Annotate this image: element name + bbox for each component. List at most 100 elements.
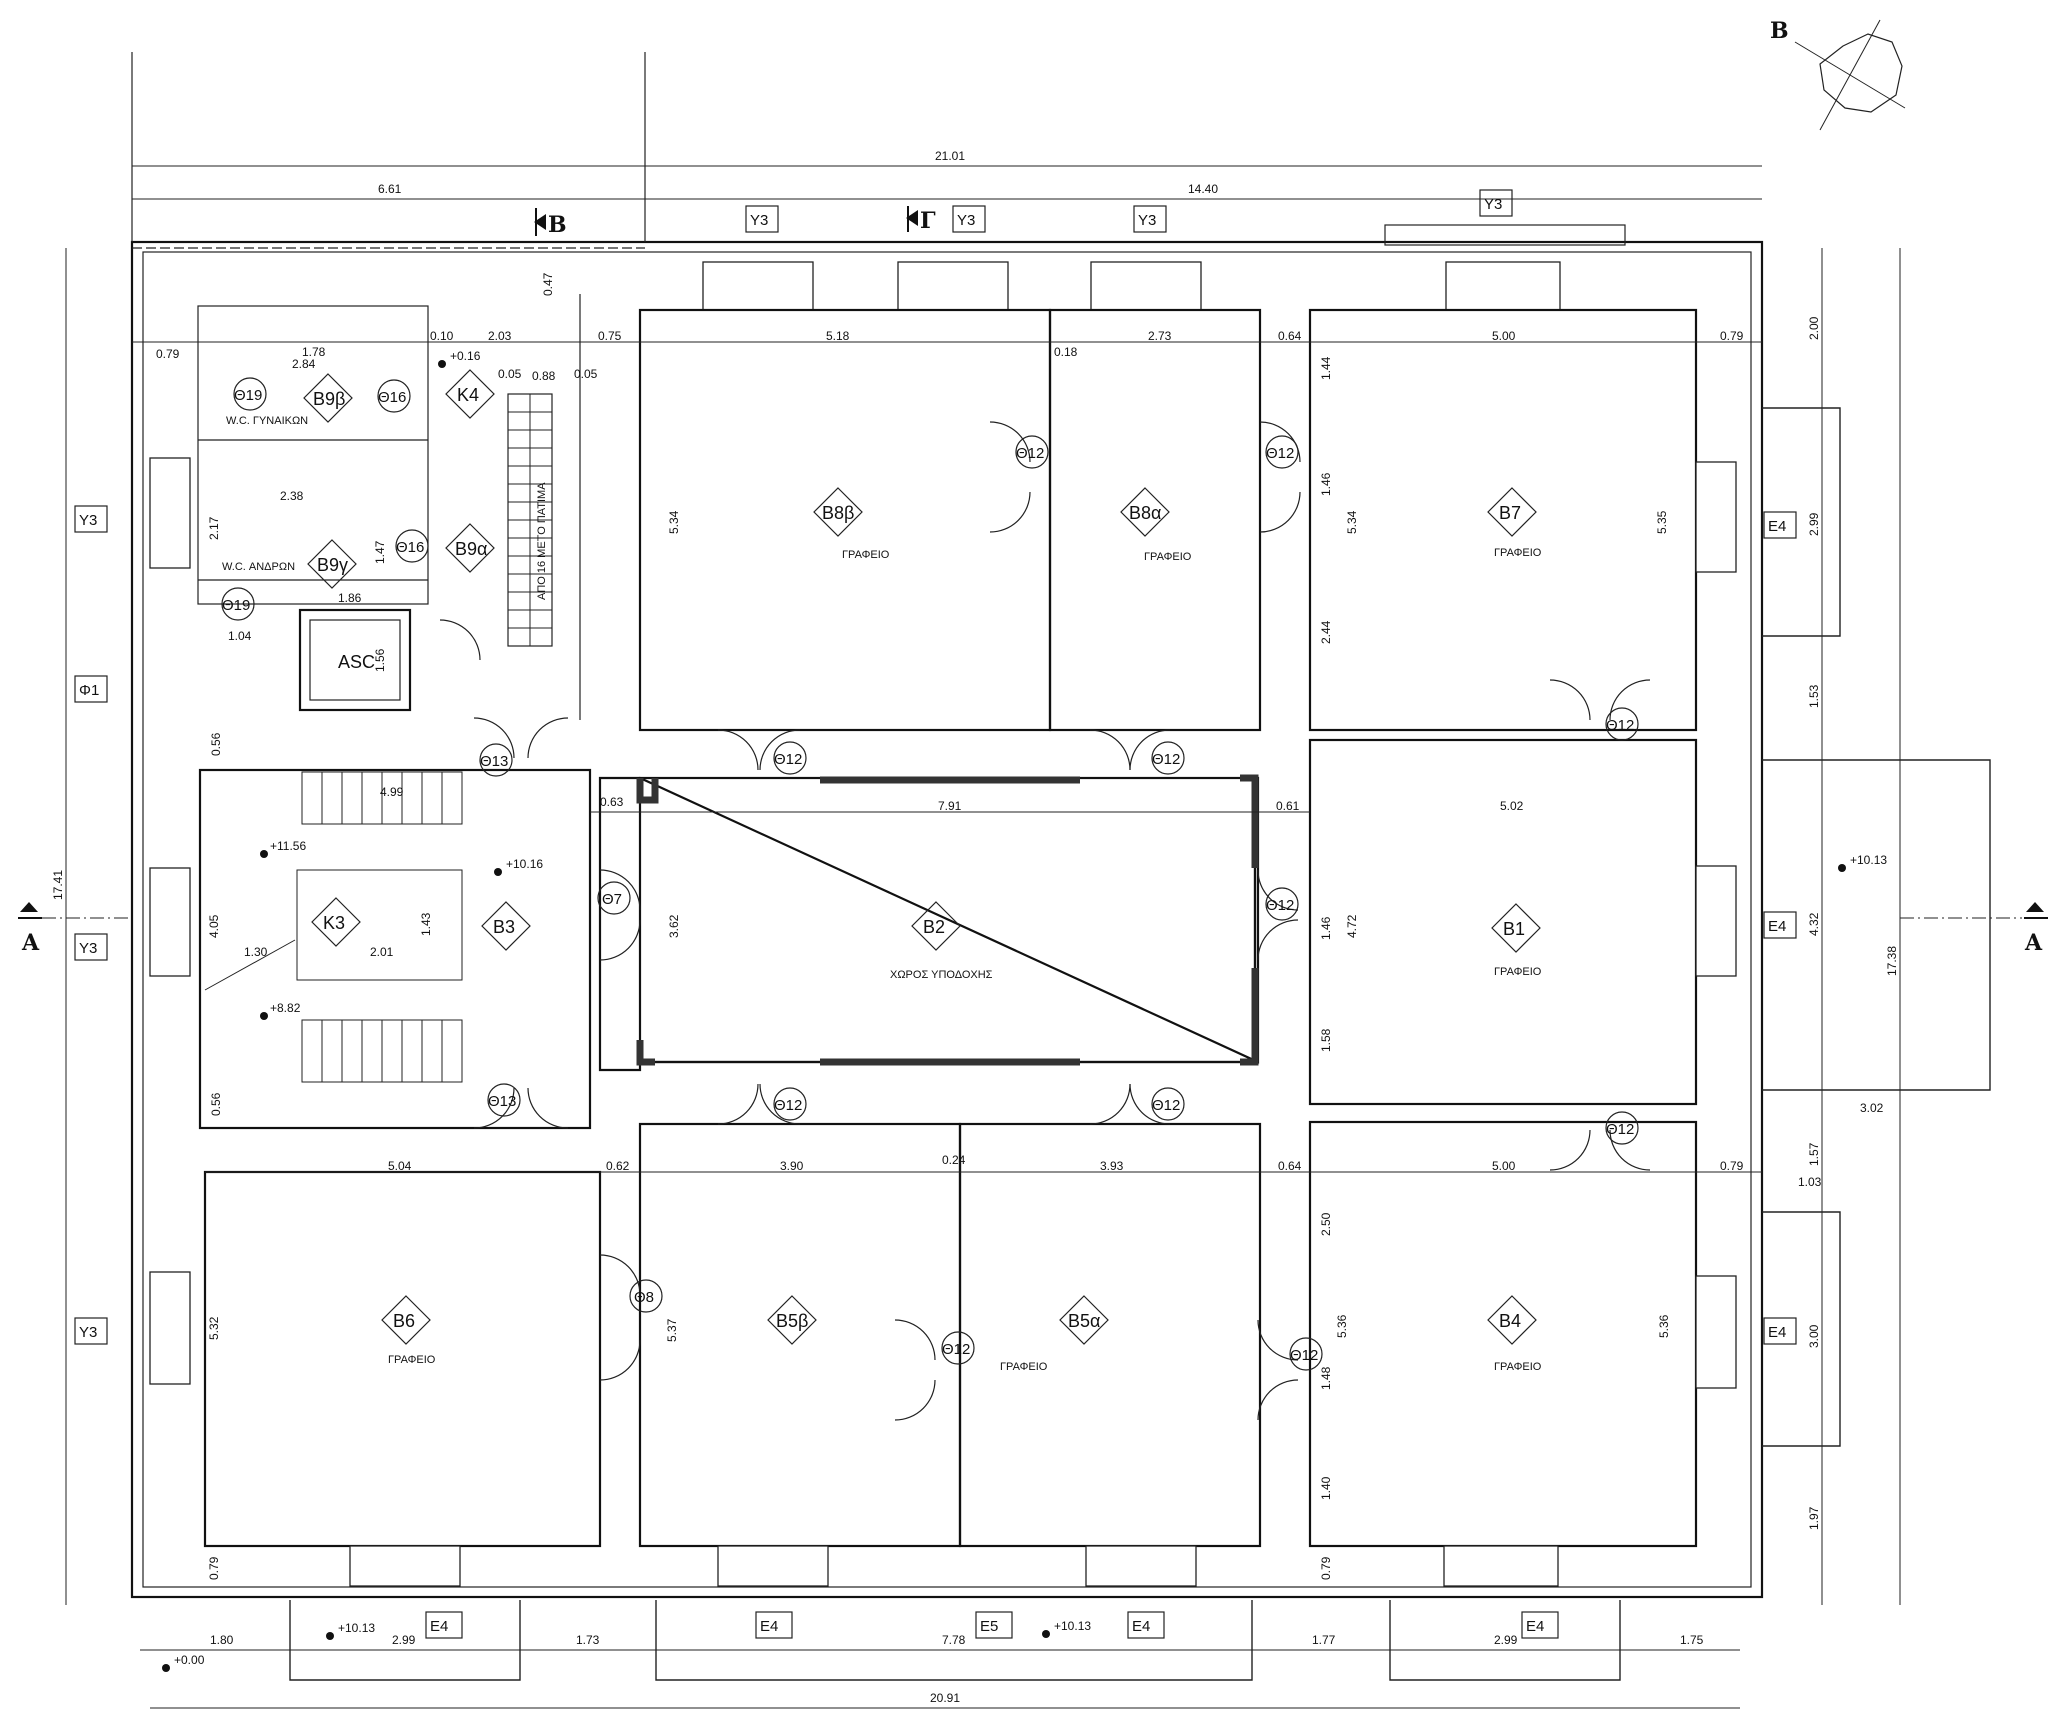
- svg-text:1.04: 1.04: [228, 629, 252, 643]
- svg-text:Y3: Y3: [957, 212, 975, 229]
- svg-text:Θ12: Θ12: [1152, 751, 1180, 768]
- svg-text:ΑΠΟ 16 ΜΕΤΟ ΠΑΤΙΜΑ: ΑΠΟ 16 ΜΕΤΟ ΠΑΤΙΜΑ: [536, 482, 548, 600]
- svg-text:5.04: 5.04: [388, 1159, 412, 1173]
- svg-text:+8.82: +8.82: [270, 1001, 301, 1015]
- section-marker-b: B: [534, 208, 567, 238]
- svg-text:+10.16: +10.16: [506, 857, 543, 871]
- svg-text:0.79: 0.79: [1319, 1556, 1333, 1580]
- svg-text:Θ12: Θ12: [1606, 717, 1634, 734]
- svg-text:Θ12: Θ12: [1016, 445, 1044, 462]
- svg-text:Θ12: Θ12: [1152, 1097, 1180, 1114]
- svg-text:Φ1: Φ1: [79, 682, 99, 699]
- svg-text:0.56: 0.56: [209, 1092, 223, 1116]
- svg-text:5.36: 5.36: [1657, 1314, 1671, 1338]
- room-id: K3: [323, 913, 345, 933]
- svg-text:1.86: 1.86: [338, 591, 362, 605]
- svg-text:0.47: 0.47: [541, 272, 555, 296]
- svg-text:0.75: 0.75: [598, 329, 622, 343]
- svg-text:1.78: 1.78: [302, 345, 326, 359]
- svg-text:3.02: 3.02: [1860, 1101, 1884, 1115]
- svg-text:5.34: 5.34: [667, 510, 681, 534]
- dim-top-left: 6.61: [378, 182, 402, 196]
- svg-text:Y3: Y3: [1484, 196, 1502, 213]
- svg-text:0.05: 0.05: [574, 367, 598, 381]
- svg-text:Y3: Y3: [79, 1324, 97, 1341]
- svg-text:1.46: 1.46: [1319, 916, 1333, 940]
- svg-text:Y3: Y3: [750, 212, 768, 229]
- svg-text:Θ19: Θ19: [234, 387, 262, 404]
- svg-text:5.37: 5.37: [665, 1318, 679, 1342]
- svg-text:17.38: 17.38: [1885, 946, 1899, 976]
- svg-text:A: A: [21, 930, 40, 956]
- room-use: ΓΡΑΦΕΙΟ: [1494, 1361, 1542, 1373]
- room-id: B5α: [1068, 1311, 1100, 1331]
- svg-text:Θ12: Θ12: [774, 1097, 802, 1114]
- svg-text:3.90: 3.90: [780, 1159, 804, 1173]
- north-letter: B: [1770, 18, 1789, 44]
- svg-text:5.32: 5.32: [207, 1316, 221, 1340]
- room-id: B1: [1503, 919, 1525, 939]
- svg-text:5.35: 5.35: [1655, 510, 1669, 534]
- svg-text:7.91: 7.91: [938, 799, 962, 813]
- svg-text:20.91: 20.91: [930, 1691, 960, 1705]
- room-id: B9β: [313, 389, 345, 409]
- doors: [439, 421, 1651, 1421]
- svg-text:0.62: 0.62: [606, 1159, 630, 1173]
- svg-text:2.73: 2.73: [1148, 329, 1172, 343]
- svg-text:0.18: 0.18: [1054, 345, 1078, 359]
- svg-text:17.41: 17.41: [51, 870, 65, 900]
- svg-text:Θ12: Θ12: [1290, 1347, 1318, 1364]
- top-dimensions: 21.01 6.61 14.40: [132, 149, 1762, 208]
- svg-text:5.00: 5.00: [1492, 1159, 1516, 1173]
- svg-text:4.05: 4.05: [207, 914, 221, 938]
- room-use: ΓΡΑΦΕΙΟ: [1494, 547, 1542, 559]
- svg-text:3.62: 3.62: [667, 914, 681, 938]
- room-id: B6: [393, 1311, 415, 1331]
- room-use: ΓΡΑΦΕΙΟ: [1144, 551, 1192, 563]
- svg-text:0.88: 0.88: [532, 369, 556, 383]
- svg-text:1.53: 1.53: [1807, 684, 1821, 708]
- stairs-k3: [204, 771, 463, 1083]
- svg-text:Γ: Γ: [920, 208, 936, 234]
- svg-text:2.01: 2.01: [370, 945, 394, 959]
- svg-text:0.61: 0.61: [1276, 799, 1300, 813]
- svg-text:1.47: 1.47: [373, 540, 387, 564]
- svg-text:+10.13: +10.13: [338, 1621, 375, 1635]
- window-tags-top: Y3 Y3 Y3 Y3: [745, 189, 1513, 233]
- stairs-k4: ΑΠΟ 16 ΜΕΤΟ ΠΑΤΙΜΑ: [508, 394, 552, 646]
- svg-text:2.99: 2.99: [1494, 1633, 1518, 1647]
- svg-text:0.79: 0.79: [1720, 329, 1744, 343]
- svg-text:2.99: 2.99: [1807, 512, 1821, 536]
- svg-text:4.72: 4.72: [1345, 914, 1359, 938]
- svg-text:5.36: 5.36: [1335, 1314, 1349, 1338]
- section-marker-a-right: A: [1900, 902, 2048, 956]
- dim-top-right: 14.40: [1188, 182, 1218, 196]
- svg-text:2.00: 2.00: [1807, 316, 1821, 340]
- svg-text:0.79: 0.79: [1720, 1159, 1744, 1173]
- section-marker-a-left: A: [18, 902, 130, 956]
- dim-top-total: 21.01: [935, 149, 965, 163]
- svg-text:5.18: 5.18: [826, 329, 850, 343]
- building-outline: [130, 52, 1764, 1599]
- svg-text:1.56: 1.56: [373, 648, 387, 672]
- room-labels: B8β ΓΡΑΦΕΙΟ B8α ΓΡΑΦΕΙΟ B7 ΓΡΑΦΕΙΟ B1 ΓΡ…: [222, 369, 1542, 1373]
- svg-text:+10.13: +10.13: [1850, 853, 1887, 867]
- svg-text:0.79: 0.79: [207, 1556, 221, 1580]
- interior-dimensions: 0.79 0.75 5.18 0.18 2.73 0.64 5.00 0.79 …: [132, 272, 1884, 1580]
- room-id: B9α: [455, 539, 487, 559]
- svg-text:0.64: 0.64: [1278, 329, 1302, 343]
- room-id: B5β: [776, 1311, 808, 1331]
- svg-text:0.10: 0.10: [430, 329, 454, 343]
- svg-text:2.17: 2.17: [207, 516, 221, 540]
- svg-text:1.03: 1.03: [1798, 1175, 1822, 1189]
- svg-text:E4: E4: [760, 1618, 778, 1635]
- room-id: K4: [457, 385, 479, 405]
- svg-text:1.48: 1.48: [1319, 1366, 1333, 1390]
- svg-text:Y3: Y3: [79, 940, 97, 957]
- svg-text:3.00: 3.00: [1807, 1324, 1821, 1348]
- svg-text:1.57: 1.57: [1807, 1142, 1821, 1166]
- room-id: B8β: [822, 503, 854, 523]
- svg-text:Θ7: Θ7: [602, 891, 622, 908]
- svg-text:0.63: 0.63: [600, 795, 624, 809]
